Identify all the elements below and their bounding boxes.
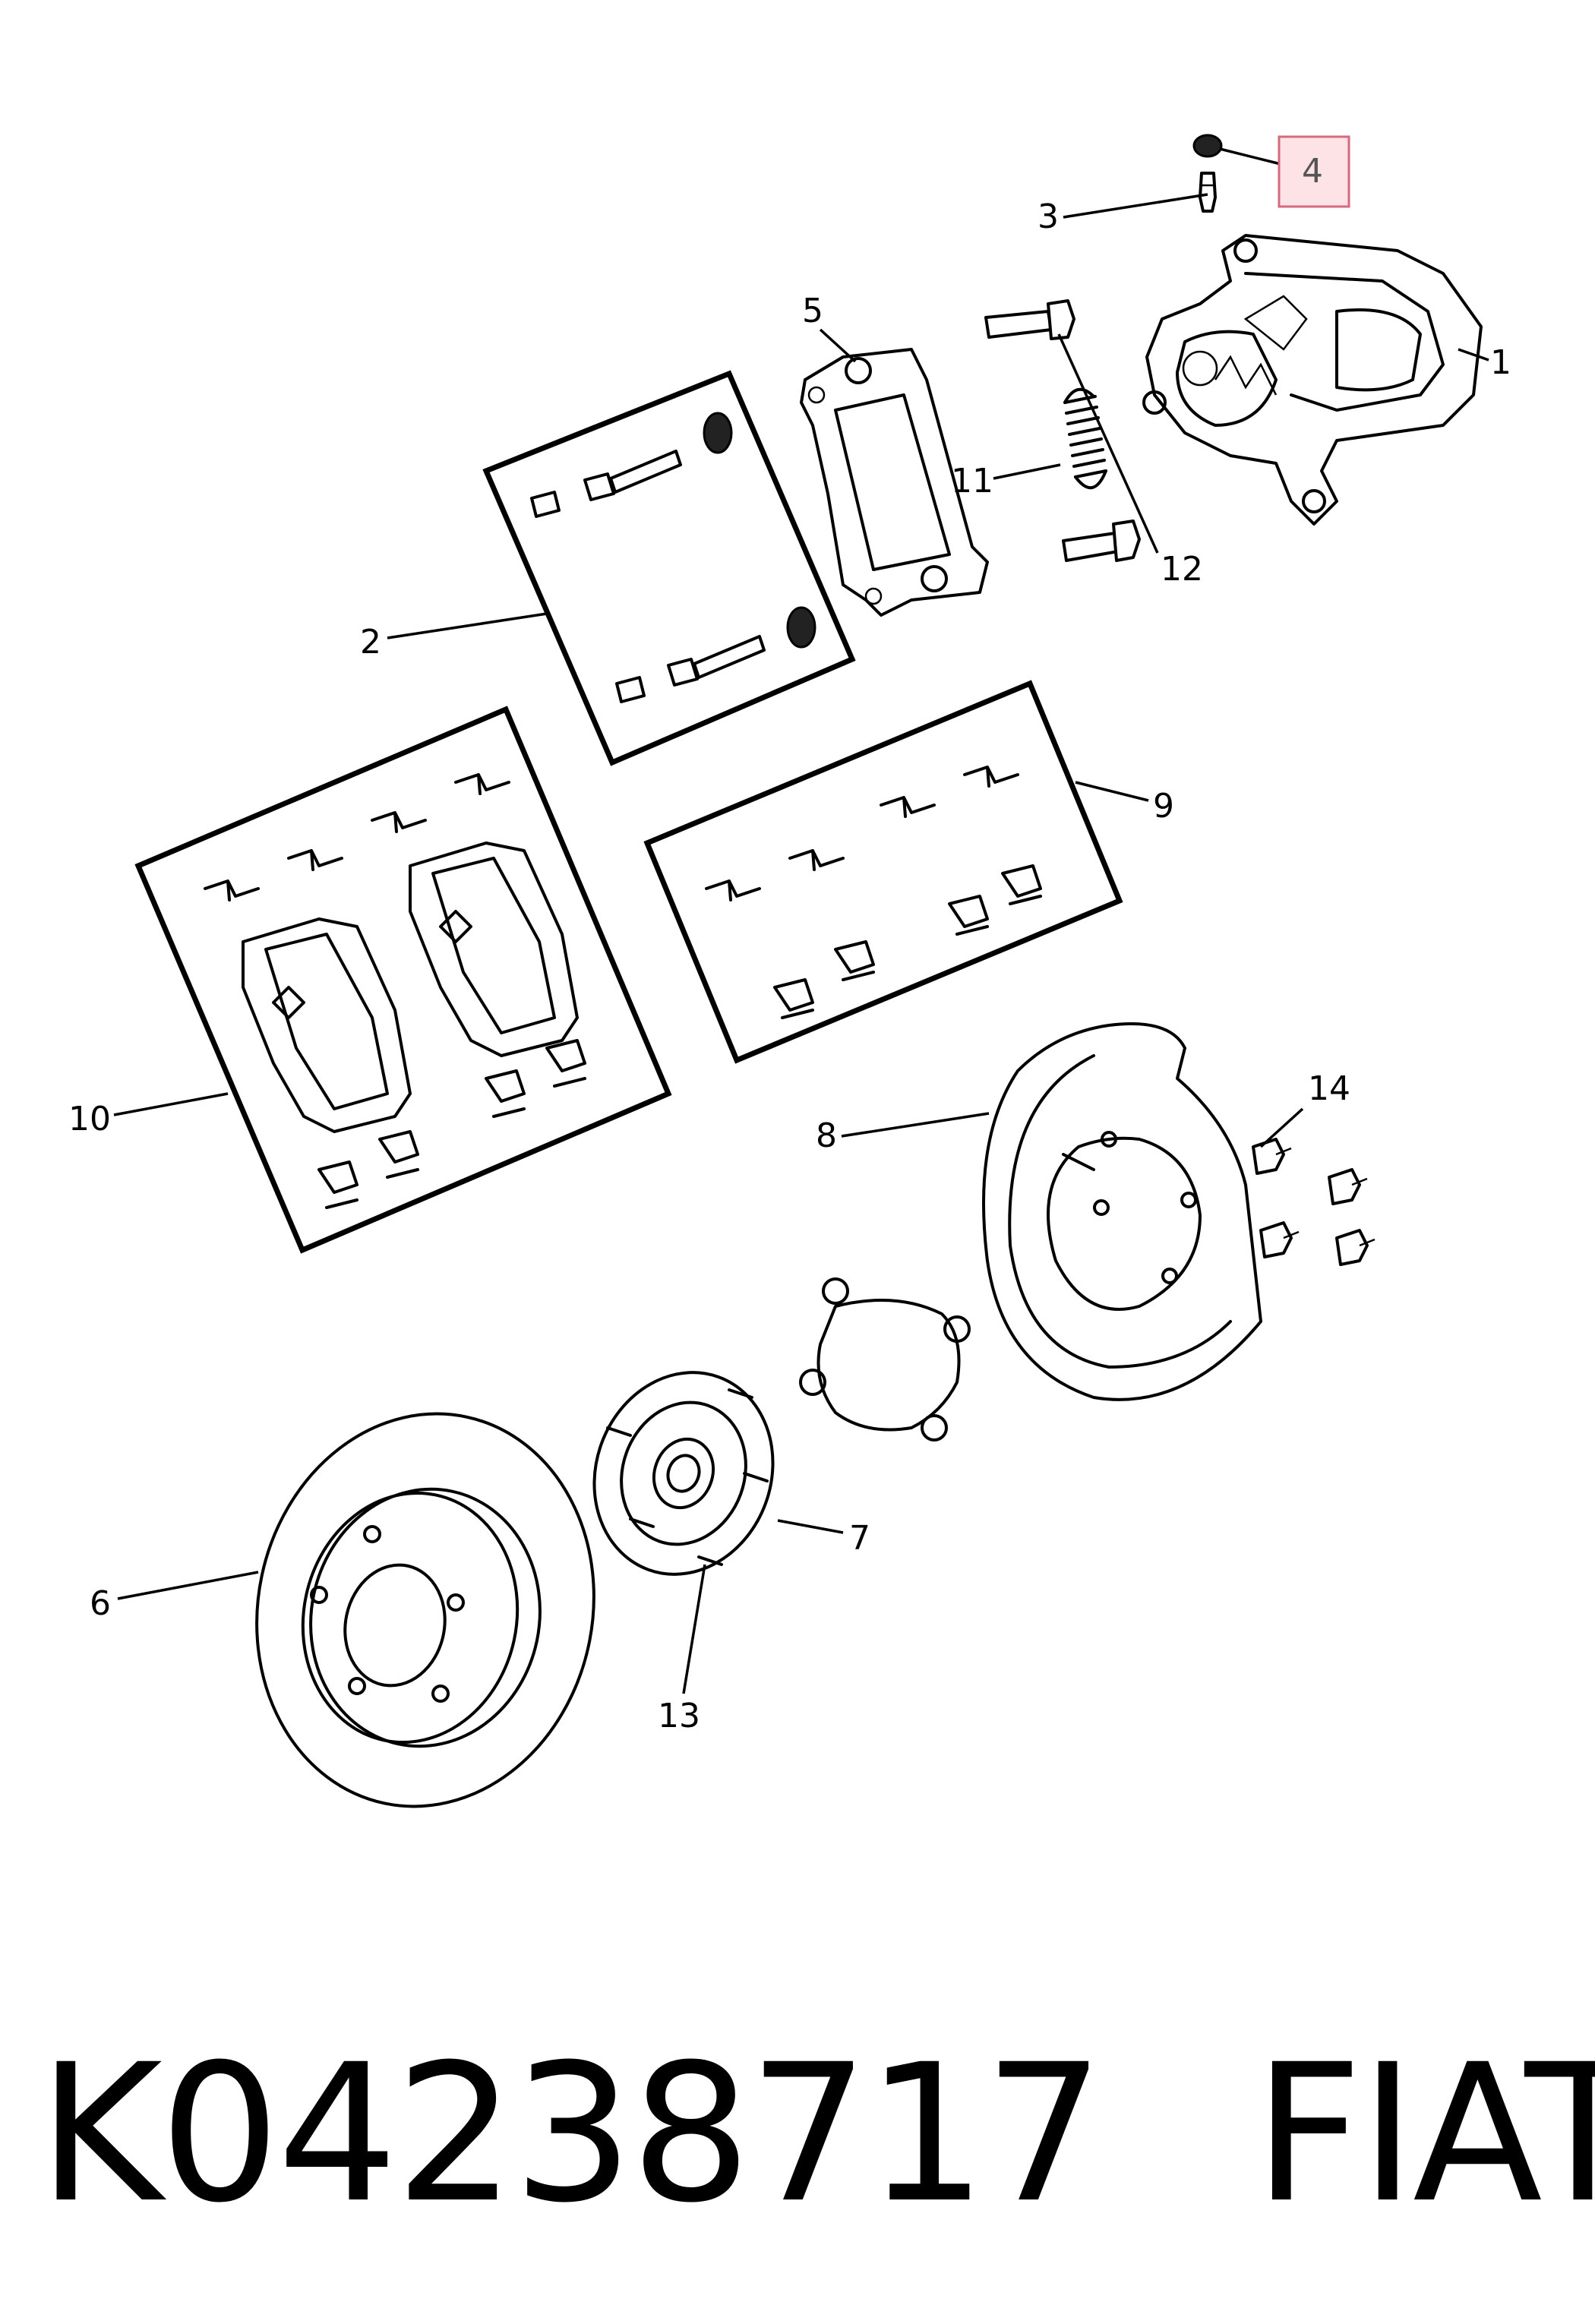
caliper-bracket	[800, 348, 989, 617]
callout-10: 10	[68, 1100, 111, 1138]
brake-caliper	[1142, 234, 1483, 526]
callout-12: 12	[1161, 550, 1203, 589]
dust-shield	[982, 1022, 1262, 1401]
part-number: K04238717	[38, 2023, 1104, 2244]
bleeder-screw	[1199, 172, 1217, 213]
brand-name: FIAT	[1253, 2023, 1595, 2244]
wheel-hub	[592, 1371, 775, 1576]
callout-5: 5	[802, 292, 823, 330]
guide-pin-bolt-lower	[1062, 519, 1141, 562]
callout-6: 6	[90, 1584, 111, 1623]
callout-numbers: 1 2 3 4 5 6 7 8 9 10 11 12 13 14	[68, 152, 1511, 1735]
part-caption: K04238717 FIAT	[38, 2013, 1595, 2256]
guide-pin-kit-box	[482, 370, 856, 766]
callout-9: 9	[1153, 787, 1174, 826]
leader-lines	[113, 147, 1489, 1694]
abutment-clip-kit-box	[643, 680, 1123, 1064]
bleeder-cap	[1192, 134, 1223, 158]
guide-pin-bolt-upper	[984, 299, 1075, 340]
callout-14: 14	[1308, 1069, 1350, 1108]
shield-bolts	[1252, 1138, 1375, 1266]
brake-rotor	[255, 1412, 595, 1808]
caliper-spring	[1063, 387, 1107, 490]
callout-2: 2	[360, 623, 381, 662]
callout-4: 4	[1302, 152, 1323, 191]
callout-7: 7	[849, 1519, 870, 1558]
callout-1: 1	[1490, 343, 1511, 382]
brake-pad-kit-box	[134, 706, 672, 1254]
callout-3: 3	[1038, 197, 1059, 236]
hub-gasket	[799, 1277, 971, 1441]
callout-11: 11	[951, 462, 993, 500]
callout-13: 13	[658, 1697, 700, 1735]
callout-4-highlight	[1278, 135, 1350, 208]
callout-8: 8	[816, 1116, 837, 1155]
